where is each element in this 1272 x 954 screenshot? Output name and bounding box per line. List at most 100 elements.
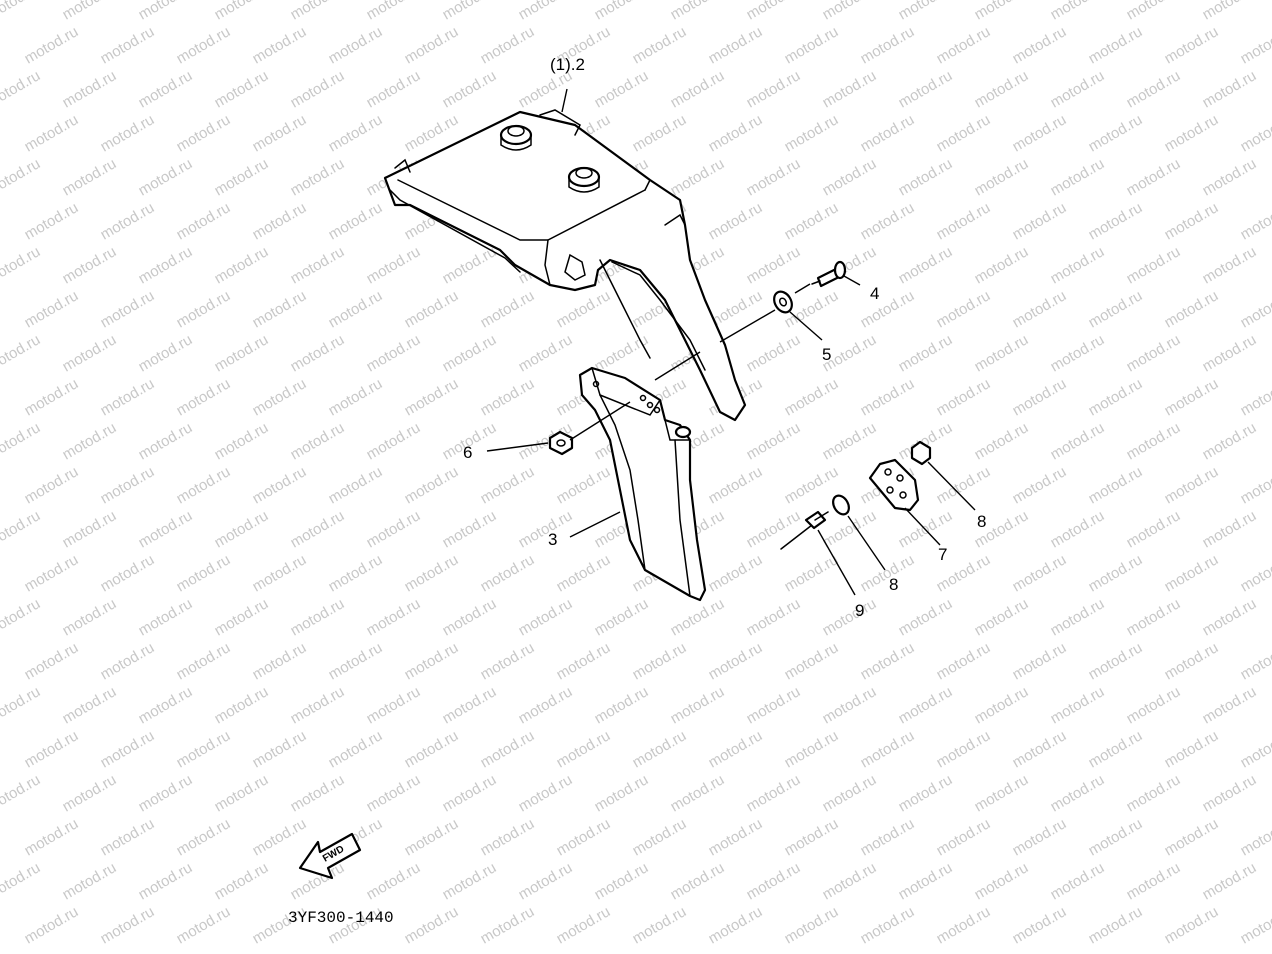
watermark-text: motod.ru [250, 639, 310, 683]
watermark-text: motod.ru [212, 771, 272, 815]
watermark-text: motod.ru [1010, 375, 1070, 419]
watermark-text: motod.ru [592, 859, 652, 903]
watermark-text: motod.ru [1200, 243, 1260, 287]
watermark-text: motod.ru [0, 155, 43, 199]
watermark-text: motod.ru [706, 551, 766, 595]
watermark-text: motod.ru [630, 903, 690, 947]
watermark-text: motod.ru [896, 67, 956, 111]
watermark-text: motod.ru [98, 375, 158, 419]
callout-9: 9 [855, 601, 864, 620]
watermark-text: motod.ru [98, 463, 158, 507]
watermark-text: motod.ru [782, 23, 842, 67]
watermark-text: motod.ru [478, 375, 538, 419]
watermark-text: motod.ru [858, 727, 918, 771]
watermark-text: motod.ru [630, 111, 690, 155]
watermark-text: motod.ru [212, 155, 272, 199]
watermark-text: motod.ru [0, 683, 43, 727]
watermark-text: motod.ru [364, 331, 424, 375]
watermark-text: motod.ru [516, 859, 576, 903]
watermark-text: motod.ru [136, 0, 196, 23]
watermark-text: motod.ru [402, 903, 462, 947]
watermark-text: motod.ru [1010, 463, 1070, 507]
watermark-text: motod.ru [174, 551, 234, 595]
watermark-text: motod.ru [858, 287, 918, 331]
rear-fender-flap [578, 366, 707, 602]
watermark-text: motod.ru [1162, 727, 1222, 771]
watermark-text: motod.ru [402, 639, 462, 683]
watermark-text: motod.ru [326, 287, 386, 331]
watermark-text: motod.ru [288, 243, 348, 287]
watermark-text: motod.ru [250, 23, 310, 67]
watermark-text: motod.ru [60, 419, 120, 463]
watermark-text: motod.ru [478, 23, 538, 67]
watermark-text: motod.ru [1200, 859, 1260, 903]
watermark-text: motod.ru [630, 815, 690, 859]
watermark-text: motod.ru [326, 375, 386, 419]
watermark-text: motod.ru [820, 155, 880, 199]
watermark-text: motod.ru [0, 507, 43, 551]
watermark-text: motod.ru [212, 507, 272, 551]
watermark-text: motod.ru [592, 595, 652, 639]
watermark-text: motod.ru [1048, 595, 1108, 639]
callout-6: 6 [463, 443, 472, 462]
watermark-text: motod.ru [0, 419, 43, 463]
watermark-text: motod.ru [668, 155, 728, 199]
watermark-text: motod.ru [592, 67, 652, 111]
watermark-text: motod.ru [820, 595, 880, 639]
watermark-text: motod.ru [1200, 331, 1260, 375]
watermark-text: motod.ru [326, 23, 386, 67]
watermark-text: motod.ru [630, 23, 690, 67]
watermark-text: motod.ru [326, 199, 386, 243]
watermark-text: motod.ru [934, 639, 994, 683]
callout-7: 7 [938, 545, 947, 564]
watermark-text: motod.ru [1200, 155, 1260, 199]
watermark-text: motod.ru [1162, 23, 1222, 67]
watermark-text: motod.ru [858, 375, 918, 419]
watermark-text: motod.ru [1010, 551, 1070, 595]
watermark-text: motod.ru [1010, 903, 1070, 947]
watermark-text: motod.ru [1010, 287, 1070, 331]
watermark-text: motod.ru [706, 463, 766, 507]
watermark-text: motod.ru [0, 243, 43, 287]
watermark-text: motod.ru [60, 595, 120, 639]
watermark-text: motod.ru [1124, 67, 1184, 111]
watermark-text: motod.ru [820, 683, 880, 727]
watermark-text: motod.ru [744, 595, 804, 639]
watermark-text: motod.ru [516, 595, 576, 639]
callout-1-2: (1).2 [550, 55, 585, 74]
watermark-text: motod.ru [1086, 375, 1146, 419]
watermark-text: motod.ru [364, 419, 424, 463]
watermark-text: motod.ru [478, 287, 538, 331]
watermark-text: motod.ru [1200, 771, 1260, 815]
watermark-text: motod.ru [212, 67, 272, 111]
watermark-text: motod.ru [136, 67, 196, 111]
watermark-text: motod.ru [1238, 551, 1272, 595]
watermark-text: motod.ru [1048, 507, 1108, 551]
watermark-text: motod.ru [364, 507, 424, 551]
watermark-text: motod.ru [98, 287, 158, 331]
watermark-text: motod.ru [326, 727, 386, 771]
watermark-text: motod.ru [858, 111, 918, 155]
watermark-text: motod.ru [896, 595, 956, 639]
watermark-text: motod.ru [744, 859, 804, 903]
watermark-text: motod.ru [1086, 815, 1146, 859]
watermark-text: motod.ru [1200, 67, 1260, 111]
watermark-text: motod.ru [934, 727, 994, 771]
watermark-text: motod.ru [1238, 111, 1272, 155]
watermark-text: motod.ru [364, 859, 424, 903]
watermark-text: motod.ru [22, 815, 82, 859]
watermark-text: motod.ru [22, 287, 82, 331]
watermark-text: motod.ru [1162, 815, 1222, 859]
watermark-text: motod.ru [820, 0, 880, 23]
watermark-text: motod.ru [136, 595, 196, 639]
watermark-text: motod.ru [744, 507, 804, 551]
watermark-text: motod.ru [1086, 727, 1146, 771]
callout-3: 3 [548, 530, 557, 549]
watermark-text: motod.ru [136, 859, 196, 903]
watermark-text: motod.ru [98, 727, 158, 771]
watermark-text: motod.ru [136, 331, 196, 375]
watermark-text: motod.ru [744, 771, 804, 815]
watermark-text: motod.ru [516, 0, 576, 23]
watermark-text: motod.ru [212, 683, 272, 727]
watermark-text: motod.ru [1238, 199, 1272, 243]
